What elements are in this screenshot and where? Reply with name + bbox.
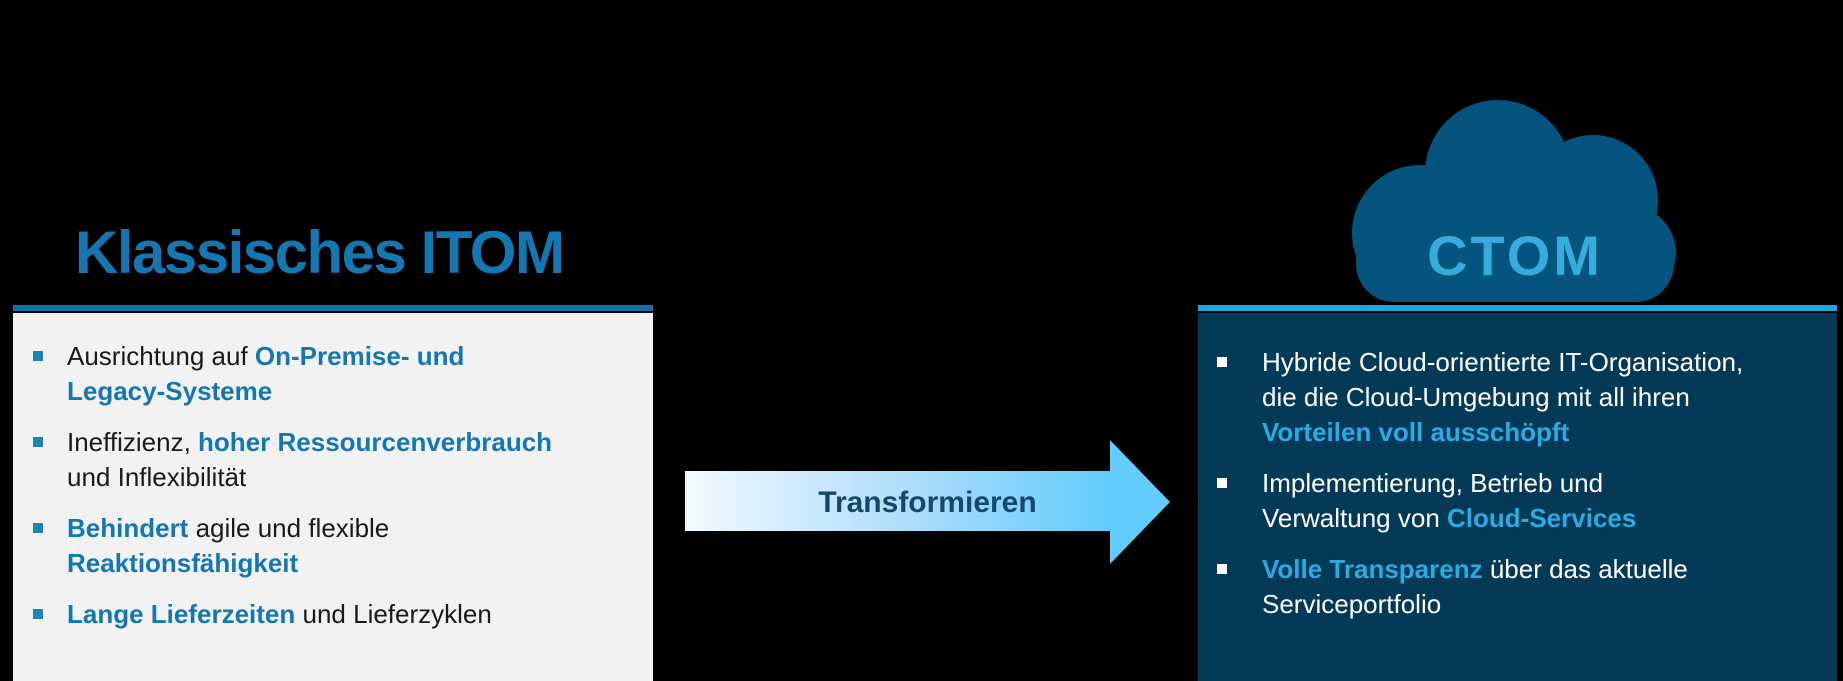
highlighted-text: Vorteilen voll ausschöpft — [1262, 417, 1570, 447]
bullet-text: Behindert agile und flexible Reaktionsfä… — [67, 511, 389, 581]
plain-text: und Inflexibilität — [67, 462, 247, 492]
list-item: Ineffizienz, hoher Ressourcenverbrauch u… — [33, 425, 643, 495]
bullet-text: Volle Transparenz über das aktuelle Serv… — [1262, 552, 1688, 622]
right-panel-box: Hybride Cloud-orientierte IT-Organisatio… — [1198, 313, 1837, 681]
list-item: Implementierung, Betrieb und Verwaltung … — [1217, 466, 1829, 536]
left-panel-title: Klassisches ITOM — [75, 219, 565, 286]
transform-arrow-label: Transformieren — [818, 486, 1037, 519]
list-item: Hybride Cloud-orientierte IT-Organisatio… — [1217, 345, 1829, 450]
highlighted-text: hoher Ressourcenverbrauch — [198, 427, 553, 457]
highlighted-text: Cloud-Services — [1447, 503, 1637, 533]
left-panel-box: Ausrichtung auf On-Premise- und Legacy-S… — [13, 313, 653, 681]
bullet-square-icon — [1217, 564, 1227, 574]
plain-text: Hybride Cloud-orientierte IT-Organisatio… — [1262, 347, 1744, 412]
highlighted-text: On-Premise- und Legacy-Systeme — [67, 341, 465, 406]
list-item: Lange Lieferzeiten und Lieferzyklen — [33, 597, 643, 632]
bullet-square-icon — [1217, 478, 1227, 488]
bullet-square-icon — [1217, 357, 1227, 367]
left-divider-line — [13, 305, 653, 311]
highlighted-text: Behindert — [67, 513, 189, 543]
plain-text: und Lieferzyklen — [295, 599, 492, 629]
list-item: Ausrichtung auf On-Premise- und Legacy-S… — [33, 339, 643, 409]
highlighted-text: Lange Lieferzeiten — [67, 599, 296, 629]
cloud-icon — [1352, 100, 1676, 302]
plain-text: Ineffizienz, — [67, 427, 199, 457]
bullet-square-icon — [33, 609, 43, 619]
bullet-square-icon — [33, 437, 43, 447]
bullet-square-icon — [33, 351, 43, 361]
transform-arrow-head-icon — [1110, 440, 1170, 564]
list-item: Volle Transparenz über das aktuelle Serv… — [1217, 552, 1829, 622]
plain-text: über das aktuelle Serviceportfolio — [1262, 554, 1688, 619]
plain-text: Ausrichtung auf — [67, 341, 255, 371]
bullet-text: Implementierung, Betrieb und Verwaltung … — [1262, 466, 1636, 536]
bullet-text: Ausrichtung auf On-Premise- und Legacy-S… — [67, 339, 464, 409]
plain-text: agile und flexible — [195, 513, 390, 543]
list-item: Behindert agile und flexible Reaktionsfä… — [33, 511, 643, 581]
bullet-text: Hybride Cloud-orientierte IT-Organisatio… — [1262, 345, 1743, 450]
left-bullet-list: Ausrichtung auf On-Premise- und Legacy-S… — [13, 313, 653, 632]
plain-text: Implementierung, Betrieb und Verwaltung … — [1262, 468, 1604, 533]
cloud-graphic: CTOM — [1350, 95, 1680, 305]
bullet-square-icon — [33, 523, 43, 533]
highlighted-text: Volle Transparenz — [1262, 554, 1483, 584]
ctom-title: CTOM — [1427, 224, 1603, 287]
bullet-text: Ineffizienz, hoher Ressourcenverbrauch u… — [67, 425, 552, 495]
highlighted-text: Reaktionsfähigkeit — [67, 548, 299, 578]
transform-arrow-body — [685, 471, 1110, 531]
right-bullet-list: Hybride Cloud-orientierte IT-Organisatio… — [1198, 313, 1837, 622]
right-divider-line — [1198, 305, 1837, 311]
bullet-text: Lange Lieferzeiten und Lieferzyklen — [67, 597, 492, 632]
